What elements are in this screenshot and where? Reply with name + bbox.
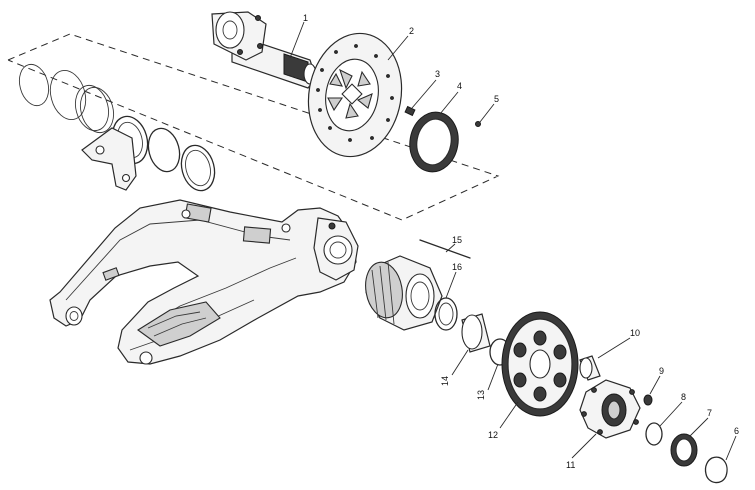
callout-15: 15 [452, 235, 462, 245]
carrier-nut [643, 394, 653, 406]
spacer-sleeve [461, 313, 491, 353]
circlip [704, 456, 728, 484]
callout-7: 7 [707, 408, 712, 418]
outer-bearing [670, 433, 698, 467]
callout-5: 5 [494, 94, 499, 104]
callout-labels: 1 2 3 4 5 6 7 8 9 10 11 12 13 14 15 16 [303, 13, 739, 470]
disc-bolt [404, 105, 416, 117]
callout-11: 11 [566, 460, 575, 470]
callout-4: 4 [457, 81, 462, 91]
axle-pin [419, 239, 471, 259]
carrier-washer [645, 422, 663, 446]
callout-1: 1 [303, 13, 308, 23]
eccentric-hub [365, 255, 443, 331]
callout-13: 13 [476, 390, 486, 400]
callout-8: 8 [681, 392, 686, 402]
caliper-bracket [81, 127, 137, 191]
sprocket-stud [579, 355, 601, 381]
rear-sprocket [501, 311, 579, 417]
callout-2: 2 [409, 26, 414, 36]
sensor-ring [409, 111, 459, 173]
sprocket-carrier [579, 379, 641, 439]
callout-9: 9 [659, 366, 664, 376]
small-screw [475, 121, 481, 127]
callout-3: 3 [435, 69, 440, 79]
group-boundary [7, 33, 500, 221]
swingarm [49, 199, 359, 365]
callout-6: 6 [734, 426, 739, 436]
hub-shaft [211, 11, 317, 89]
callout-10: 10 [630, 328, 640, 338]
brake-disc [307, 32, 403, 158]
leader-lines [289, 21, 737, 461]
callout-16: 16 [452, 262, 462, 272]
callout-14: 14 [440, 376, 450, 386]
callout-12: 12 [488, 430, 498, 440]
